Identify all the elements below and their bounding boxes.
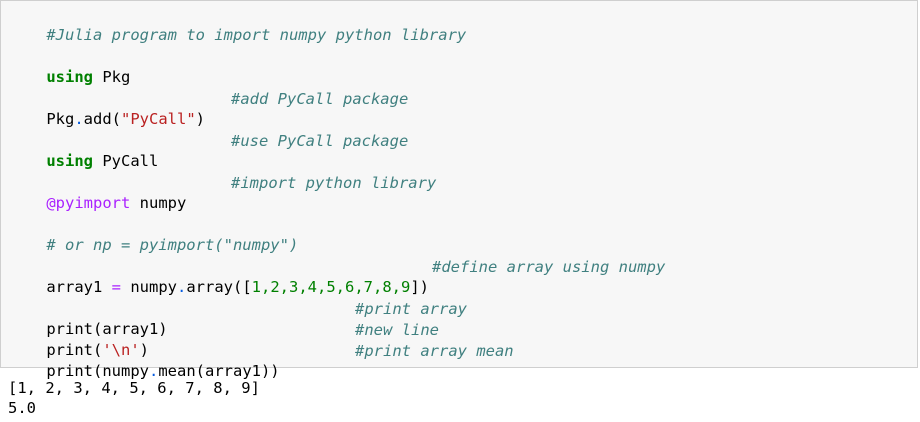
paren: ) [195, 110, 205, 128]
code-line-6: # or np = pyimport("numpy") [9, 215, 298, 254]
code-line-4: using PyCall #use PyCall package [9, 131, 909, 170]
string-literal: '\n' [102, 341, 140, 359]
dot-operator: . [74, 110, 84, 128]
bracket: ]) [410, 278, 429, 296]
assign-operator: = [111, 278, 121, 296]
identifier: array1 [46, 278, 112, 296]
macro-pyimport: @pyimport [46, 194, 131, 212]
function-call: mean(array1)) [158, 362, 280, 380]
code-line-5: @pyimport numpy #import python library [9, 173, 909, 212]
function-call: print( [46, 341, 103, 359]
module-name: PyCall [93, 152, 159, 170]
code-cell[interactable]: #Julia program to import numpy python li… [0, 0, 918, 380]
output-line-1: [1, 2, 3, 4, 5, 6, 7, 8, 9] [8, 379, 260, 397]
string-literal: "PyCall" [121, 110, 196, 128]
function-call: array([ [186, 278, 252, 296]
dot-operator: . [148, 362, 159, 380]
comment: #import python library [231, 174, 437, 192]
function-call: print(array1) [46, 320, 168, 338]
module-name: numpy [130, 194, 187, 212]
keyword-using: using [46, 152, 93, 170]
identifier: Pkg [46, 110, 75, 128]
code-line-1: #Julia program to import numpy python li… [9, 5, 466, 44]
module-name: Pkg [93, 68, 131, 86]
code-line-9: print('\n') #new line [9, 320, 909, 359]
comment: #define array using numpy [432, 258, 666, 276]
comment: # or np = pyimport("numpy") [46, 236, 299, 254]
keyword-using: using [46, 68, 93, 86]
paren: ) [139, 341, 149, 359]
code-line-3: Pkg.add("PyCall") #add PyCall package [9, 89, 909, 128]
identifier: numpy [121, 278, 177, 296]
function-call: add( [83, 110, 121, 128]
comment: #print array mean [355, 342, 514, 360]
comment: #add PyCall package [231, 90, 409, 108]
number-literals: 1,2,3,4,5,6,7,8,9 [251, 278, 411, 296]
code-line-8: print(array1) #print array [9, 299, 909, 338]
comment: #print array [355, 300, 467, 318]
function-call: print(numpy [46, 362, 149, 380]
output-line-2: 5.0 [8, 399, 36, 417]
comment: #Julia program to import numpy python li… [46, 26, 467, 44]
dot-operator: . [177, 278, 187, 296]
code-line-7: array1 = numpy.array([1,2,3,4,5,6,7,8,9]… [9, 257, 909, 296]
comment: #use PyCall package [231, 132, 409, 150]
comment: #new line [355, 321, 439, 339]
code-line-2: using Pkg [9, 47, 130, 86]
code-line-10: print(numpy.mean(array1)) #print array m… [9, 341, 909, 380]
